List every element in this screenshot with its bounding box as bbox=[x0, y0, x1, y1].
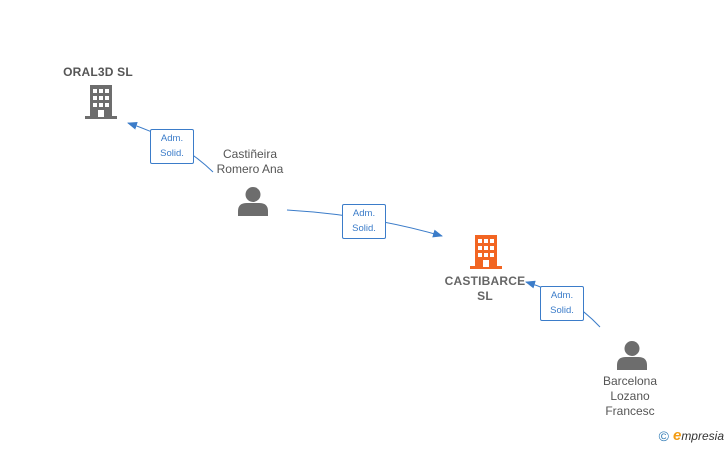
person-icon[interactable] bbox=[238, 186, 268, 216]
edge-label-line: Adm. bbox=[550, 290, 574, 301]
edge-label-castineira-oral3d[interactable]: Adm. Solid. bbox=[150, 129, 194, 164]
edge-label-line: Solid. bbox=[160, 148, 184, 159]
node-label-line: Francesc bbox=[605, 404, 655, 418]
copyright-symbol: © bbox=[658, 427, 669, 444]
node-label-line: Lozano bbox=[610, 389, 650, 403]
node-label-oral3d[interactable]: ORAL3D SL bbox=[63, 65, 133, 79]
brand-logo: empresia bbox=[672, 427, 724, 444]
edge-label-castineira-castibarce[interactable]: Adm. Solid. bbox=[342, 204, 386, 239]
edge-label-line: Adm. bbox=[160, 133, 184, 144]
node-label-line: Romero Ana bbox=[216, 162, 284, 176]
edge-label-line: Solid. bbox=[352, 223, 376, 234]
edge-label-line: Solid. bbox=[550, 305, 574, 316]
node-label-castineira[interactable]: Castiñeira Romero Ana bbox=[195, 147, 305, 177]
node-label-line: CASTIBARCE bbox=[444, 274, 526, 288]
person-icon[interactable] bbox=[617, 340, 647, 370]
node-label-line: Castiñeira bbox=[222, 147, 278, 161]
node-label-barcelona[interactable]: Barcelona Lozano Francesc bbox=[578, 374, 682, 419]
node-label-line: Barcelona bbox=[602, 374, 658, 388]
edge-label-barcelona-castibarce[interactable]: Adm. Solid. bbox=[540, 286, 584, 321]
building-icon[interactable] bbox=[470, 235, 502, 269]
node-label-castibarce[interactable]: CASTIBARCE SL bbox=[430, 274, 540, 304]
empresia-watermark: © empresia bbox=[659, 427, 724, 444]
edge-label-line: Adm. bbox=[352, 208, 376, 219]
node-label-line: SL bbox=[477, 289, 493, 303]
building-icon[interactable] bbox=[85, 85, 117, 119]
